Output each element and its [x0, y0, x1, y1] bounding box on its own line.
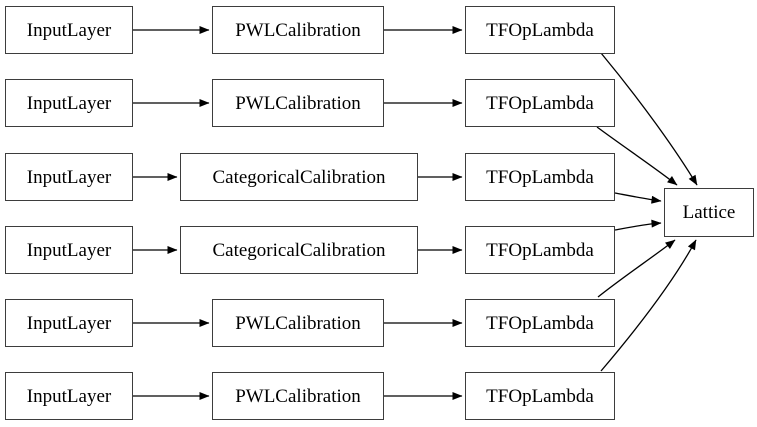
node-calibration-6: PWLCalibration: [212, 372, 384, 420]
edge-op3-lattice: [614, 192, 662, 204]
node-input-layer-5: InputLayer: [5, 299, 133, 347]
node-input-layer-4: InputLayer: [5, 226, 133, 274]
node-input-layer-2: InputLayer: [5, 79, 133, 127]
edge-op2-lattice: [596, 126, 678, 186]
node-input-layer-1: InputLayer: [5, 6, 133, 54]
edge-op5-lattice: [597, 239, 676, 298]
node-tfop-lambda-2: TFOpLambda: [465, 79, 615, 127]
edge-op1-lattice: [600, 52, 698, 186]
node-calibration-5: PWLCalibration: [212, 299, 384, 347]
node-input-layer-3: InputLayer: [5, 153, 133, 201]
edge-op4-lattice: [614, 219, 662, 231]
node-tfop-lambda-6: TFOpLambda: [465, 372, 615, 420]
node-calibration-1: PWLCalibration: [212, 6, 384, 54]
node-tfop-lambda-4: TFOpLambda: [465, 226, 615, 274]
edge-op6-lattice: [600, 239, 697, 372]
node-calibration-4: CategoricalCalibration: [180, 226, 418, 274]
node-tfop-lambda-5: TFOpLambda: [465, 299, 615, 347]
node-calibration-3: CategoricalCalibration: [180, 153, 418, 201]
node-lattice: Lattice: [664, 188, 754, 237]
node-input-layer-6: InputLayer: [5, 372, 133, 420]
node-tfop-lambda-3: TFOpLambda: [465, 153, 615, 201]
node-tfop-lambda-1: TFOpLambda: [465, 6, 615, 54]
node-calibration-2: PWLCalibration: [212, 79, 384, 127]
